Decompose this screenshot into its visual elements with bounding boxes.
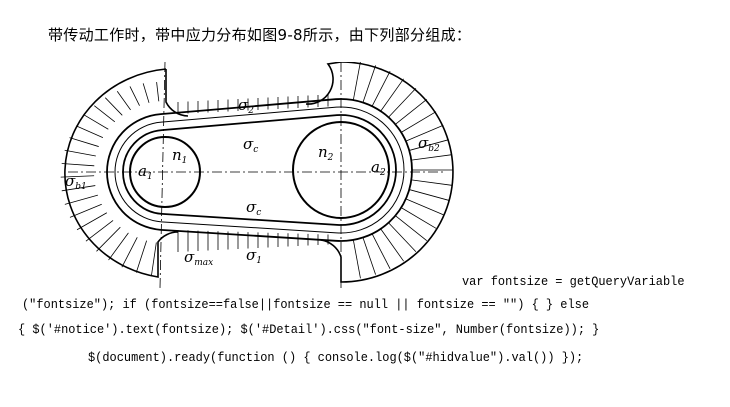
label-a1: a1 bbox=[138, 162, 153, 182]
code-line-3: { $('#notice').text(fontsize); $('#Detai… bbox=[18, 322, 600, 337]
stress-envelope-left bbox=[64, 68, 179, 278]
stress-line bbox=[395, 215, 428, 242]
stress-line bbox=[116, 90, 131, 111]
stress-line bbox=[156, 81, 160, 102]
stress-line bbox=[411, 154, 452, 161]
stress-cusp-top-left bbox=[165, 69, 189, 117]
stress-line bbox=[129, 86, 140, 106]
stress-line bbox=[69, 203, 102, 218]
stress-line bbox=[380, 228, 404, 262]
stress-line bbox=[371, 233, 391, 270]
label-sigmac-top: σc bbox=[243, 135, 258, 155]
label-sigmab1: σb1 bbox=[65, 172, 87, 192]
stress-line bbox=[405, 124, 444, 142]
stress-line bbox=[409, 139, 449, 151]
label-sigmac-bottom: σc bbox=[246, 198, 261, 218]
label-n1: n1 bbox=[172, 146, 187, 166]
stress-line bbox=[388, 222, 417, 253]
stress-line bbox=[60, 175, 95, 178]
stress-line bbox=[108, 232, 129, 261]
stress-line bbox=[401, 207, 437, 229]
stress-line bbox=[388, 87, 417, 118]
belt-layer bbox=[106, 98, 413, 242]
label-a2: a2 bbox=[371, 158, 386, 178]
stress-line bbox=[401, 111, 437, 133]
stress-line bbox=[371, 70, 391, 107]
stress-line bbox=[142, 83, 150, 103]
stress-line bbox=[64, 149, 96, 157]
label-sigma2: σ2 bbox=[238, 96, 254, 116]
stress-line bbox=[380, 78, 404, 112]
stress-line bbox=[395, 98, 428, 125]
label-sigmamax: σmax bbox=[184, 248, 213, 268]
stress-line bbox=[352, 62, 361, 101]
stress-line bbox=[96, 226, 121, 252]
label-sigma1: σ1 bbox=[246, 246, 262, 266]
stress-line bbox=[121, 237, 138, 268]
stress-line bbox=[362, 237, 376, 275]
stress-line bbox=[94, 105, 116, 123]
stress-line bbox=[352, 239, 361, 279]
stress-line bbox=[411, 179, 452, 186]
stress-line bbox=[64, 194, 98, 205]
stress-line bbox=[104, 97, 123, 116]
stress-line bbox=[85, 220, 114, 242]
code-line-4: $(document).ready(function () { console.… bbox=[88, 350, 584, 365]
label-n2: n2 bbox=[318, 143, 334, 163]
belt-layer bbox=[122, 114, 397, 226]
stress-line bbox=[76, 212, 108, 231]
stress-line bbox=[69, 137, 99, 147]
stress-line bbox=[150, 242, 157, 277]
stress-line bbox=[362, 65, 376, 103]
stress-line bbox=[61, 185, 96, 192]
label-sigmab2: σb2 bbox=[418, 134, 440, 154]
section-heading: 带传动工作时，带中应力分布如图9-8所示，由下列部分组成： bbox=[48, 26, 472, 44]
code-line-2: ("fontsize"); if (fontsize==false||fonts… bbox=[22, 297, 590, 312]
stress-line bbox=[76, 125, 104, 138]
stress-line bbox=[405, 198, 444, 216]
stress-line bbox=[409, 189, 449, 201]
stress-line bbox=[61, 163, 95, 167]
stress-line bbox=[84, 114, 109, 130]
stress-line bbox=[135, 240, 148, 273]
code-line-1: var fontsize = getQueryVariable bbox=[462, 274, 685, 289]
belt-stress-diagram: σ2 σc σc σ1 σmax σb1 σb2 n1 n2 a1 a2 bbox=[60, 62, 454, 288]
belt-layer bbox=[114, 106, 405, 234]
stress-cusp-top-right bbox=[305, 62, 342, 105]
center-lines bbox=[68, 62, 443, 288]
